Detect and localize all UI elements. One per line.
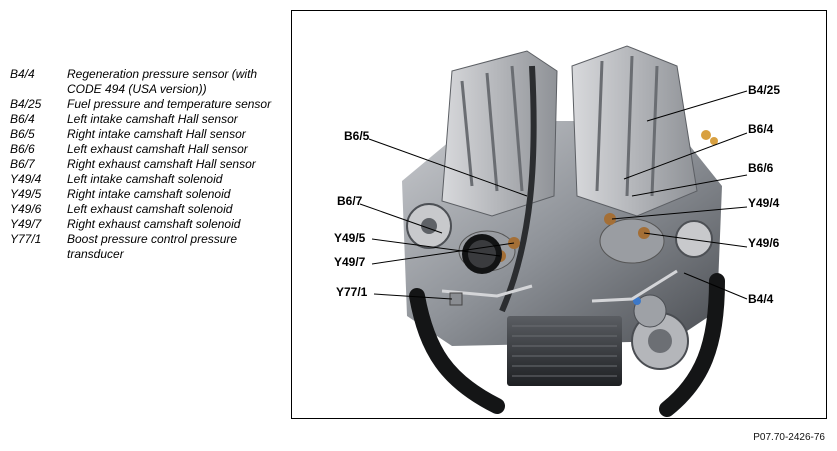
callout-b6-7: B6/7 — [337, 194, 363, 208]
legend-row: Y49/4 Left intake camshaft solenoid — [10, 172, 280, 187]
fuel-rails — [460, 55, 659, 197]
center-pipe — [499, 65, 537, 313]
legend-code: B6/5 — [10, 127, 35, 141]
callout-b4-4: B4/4 — [748, 292, 774, 306]
right-cylinder-head — [571, 45, 698, 217]
right-cam-wheel — [675, 220, 713, 258]
legend-description: Boost pressure control pressure transduc… — [67, 232, 238, 261]
legend-description: Regeneration pressure sensor (with CODE … — [67, 67, 258, 96]
callout-y49-6: Y49/6 — [748, 236, 780, 250]
legend-description: Left intake camshaft solenoid — [67, 172, 223, 186]
blue-marker — [633, 297, 641, 305]
legend-row: Y49/7 Right exhaust camshaft solenoid — [10, 217, 280, 232]
legend-description: Right exhaust camshaft Hall sensor — [67, 157, 256, 171]
callout-y77-1: Y77/1 — [336, 285, 368, 299]
left-cylinder-head — [441, 50, 558, 217]
legend-description: Left intake camshaft Hall sensor — [67, 112, 238, 126]
legend-row: B4/25 Fuel pressure and temperature sens… — [10, 97, 280, 112]
legend-code: B4/25 — [10, 97, 42, 111]
legend-code: B6/6 — [10, 142, 35, 156]
legend-row: Y49/6 Left exhaust camshaft solenoid — [10, 202, 280, 217]
leader-lines — [359, 90, 748, 300]
legend-row: Y49/5 Right intake camshaft solenoid — [10, 187, 280, 202]
intercooler — [507, 316, 622, 386]
engine-illustration — [359, 45, 748, 417]
legend-code: B6/7 — [10, 157, 35, 171]
callout-y49-4: Y49/4 — [748, 196, 780, 210]
legend-description: Right intake camshaft Hall sensor — [67, 127, 246, 141]
right-solenoid-area — [599, 218, 665, 264]
engine-figure: B4/25 B6/4 B6/6 Y49/4 Y49/6 B4/4 B6/5 B6… — [291, 10, 827, 419]
callout-y49-7: Y49/7 — [334, 255, 366, 269]
legend-description: Left exhaust camshaft solenoid — [67, 202, 233, 216]
legend-row: B6/6 Left exhaust camshaft Hall sensor — [10, 142, 280, 157]
legend-code: Y49/6 — [10, 202, 42, 216]
right-exhaust-tube — [659, 273, 725, 417]
legend-code: Y77/1 — [10, 232, 42, 246]
solenoid-y49-4 — [604, 213, 616, 225]
legend-row: B6/5 Right intake camshaft Hall sensor — [10, 127, 280, 142]
legend-code: Y49/4 — [10, 172, 42, 186]
legend-description: Right exhaust camshaft solenoid — [67, 217, 241, 231]
callout-b4-25: B4/25 — [748, 83, 781, 97]
left-exhaust-tube — [409, 288, 505, 414]
legend-description: Right intake camshaft solenoid — [67, 187, 231, 201]
legend-list: B4/4 Regeneration pressure sensor (with … — [10, 67, 280, 262]
callout-b6-6: B6/6 — [748, 161, 774, 175]
legend-row: B6/4 Left intake camshaft Hall sensor — [10, 112, 280, 127]
figure-caption: P07.70-2426-76 — [753, 432, 825, 443]
legend-description: Fuel pressure and temperature sensor — [67, 97, 272, 111]
legend-row: B4/4 Regeneration pressure sensor (with … — [10, 67, 280, 97]
legend-row: Y77/1 Boost pressure control pressure tr… — [10, 232, 280, 262]
legend-description: Left exhaust camshaft Hall sensor — [67, 142, 248, 156]
orange-connector — [701, 130, 711, 140]
legend-code: B4/4 — [10, 67, 35, 81]
legend-code: B6/4 — [10, 112, 35, 126]
legend-row: B6/7 Right exhaust camshaft Hall sensor — [10, 157, 280, 172]
legend-code: Y49/5 — [10, 187, 42, 201]
callout-b6-4: B6/4 — [748, 122, 774, 136]
legend-code: Y49/7 — [10, 217, 42, 231]
callout-y49-5: Y49/5 — [334, 231, 366, 245]
callout-b6-5: B6/5 — [344, 129, 370, 143]
